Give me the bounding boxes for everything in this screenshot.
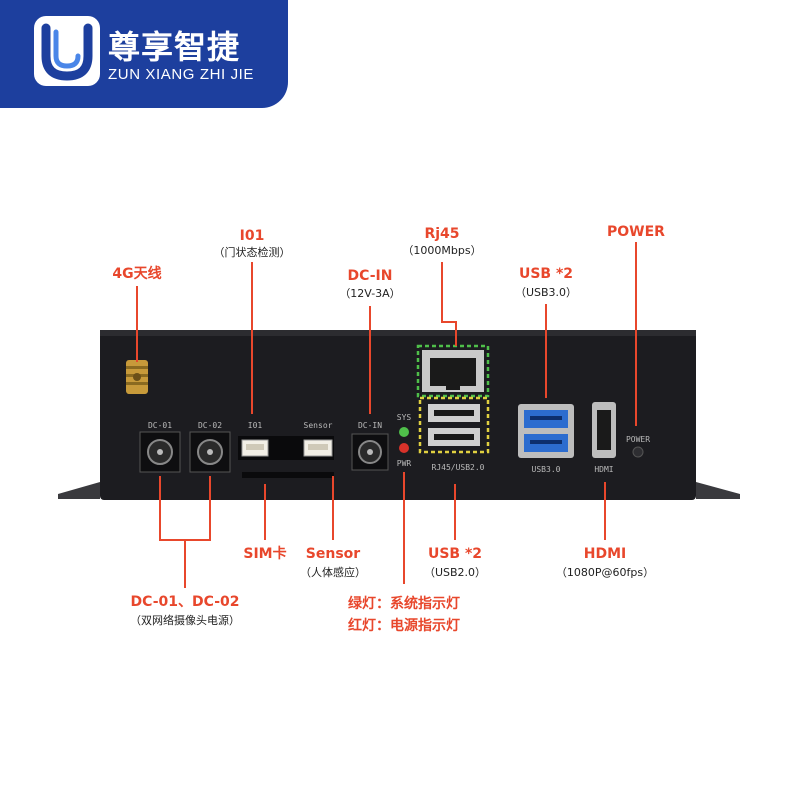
device-label-sensor: Sensor xyxy=(304,421,333,430)
sys-led-green xyxy=(399,427,409,437)
device-label-dc01: DC-01 xyxy=(148,421,172,430)
brand-logo-panel: 尊享智捷 ZUN XIANG ZHI JIE xyxy=(0,0,288,108)
brand-name-en: ZUN XIANG ZHI JIE xyxy=(108,66,255,83)
device-label-rj45-usb2: RJ45/USB2.0 xyxy=(432,463,485,472)
callout-rj45-sub: （1000Mbps） xyxy=(402,244,481,257)
pwr-led-red xyxy=(399,443,409,453)
callout-io1-sub: （门状态检测） xyxy=(214,245,291,259)
callout-io1-title: I01 xyxy=(240,228,265,244)
antenna-connector xyxy=(126,360,148,394)
callout-sim-title: SIM卡 xyxy=(243,545,286,562)
right-mounting-flange xyxy=(696,470,740,499)
callout-rj45-title: Rj45 xyxy=(424,226,459,242)
power-button xyxy=(632,446,644,458)
callout-dc-sub: （双网络摄像头电源） xyxy=(130,613,240,627)
callout-led-red: 红灯：电源指示灯 xyxy=(348,617,460,634)
brand-mark-icon xyxy=(34,16,100,86)
device-label-pwr: PWR xyxy=(397,459,412,468)
dcin-jack xyxy=(351,433,389,471)
callout-sensor-sub: （人体感应） xyxy=(300,565,366,579)
dc02-jack xyxy=(189,431,231,473)
callout-led-green: 绿灯：系统指示灯 xyxy=(348,595,460,612)
callout-usb3-sub: （USB3.0） xyxy=(515,286,577,299)
sensor-connector xyxy=(303,439,333,457)
device-label-io1: I01 xyxy=(248,421,263,430)
callout-usb3-title: USB *2 xyxy=(519,266,573,282)
rj45-port xyxy=(416,344,490,398)
io1-connector xyxy=(241,439,269,457)
callout-hdmi-title: HDMI xyxy=(584,546,626,562)
hdmi-port xyxy=(592,402,616,458)
device-label-dcin: DC-IN xyxy=(358,421,382,430)
device-label-hdmi: HDMI xyxy=(594,465,613,474)
dc01-jack xyxy=(139,431,181,473)
callout-sensor-title: Sensor xyxy=(306,546,360,562)
chassis-top-edge xyxy=(100,330,696,336)
callout-power-title: POWER xyxy=(607,224,665,240)
device-label-usb3: USB3.0 xyxy=(532,465,561,474)
callout-antenna-title: 4G天线 xyxy=(112,265,161,282)
callout-hdmi-sub: （1080P@60fps） xyxy=(556,566,654,579)
device-label-dc02: DC-02 xyxy=(198,421,222,430)
callout-dc-title: DC-01、DC-02 xyxy=(130,594,239,610)
sim-card-slot xyxy=(242,472,334,478)
callout-dcin-title: DC-IN xyxy=(348,268,393,284)
brand-name-cn: 尊享智捷 xyxy=(108,28,241,66)
usb3-ports xyxy=(518,404,574,458)
left-mounting-flange xyxy=(58,470,100,499)
callout-usb2-title: USB *2 xyxy=(428,546,482,562)
leader-rj45 xyxy=(441,262,457,346)
callout-dcin-sub: （12V-3A） xyxy=(339,287,400,300)
device-label-power: POWER xyxy=(626,435,650,444)
usb2-ports xyxy=(418,396,490,454)
callout-usb2-sub: （USB2.0） xyxy=(424,566,486,579)
device-label-sys: SYS xyxy=(397,413,412,422)
